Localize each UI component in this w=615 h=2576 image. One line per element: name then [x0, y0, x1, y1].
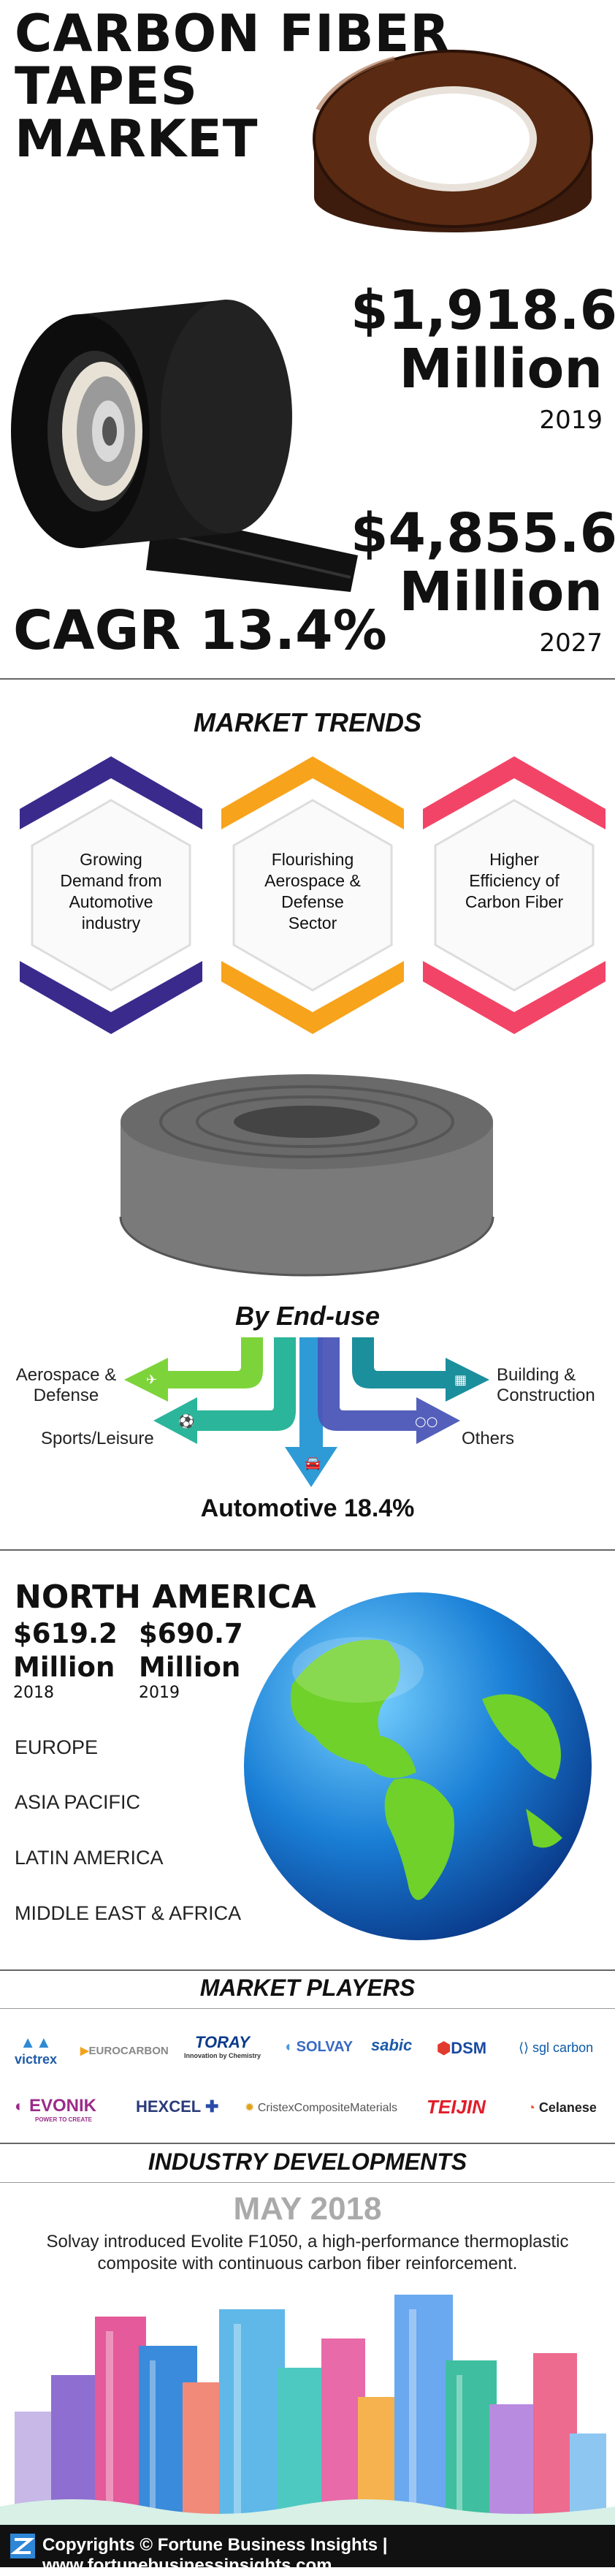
automotive-share: Automotive 18.4%	[200, 1494, 415, 1522]
na-2019-unit: Million	[139, 1652, 241, 1683]
hexcel-logo: HEXCEL ✚	[136, 2097, 219, 2116]
trend-hexagons	[20, 756, 606, 1034]
divider	[0, 1969, 615, 1971]
svg-text:○○: ○○	[415, 1414, 438, 1429]
end-use-heading: By End-use	[234, 1301, 381, 1331]
year-2019: 2019	[539, 406, 603, 435]
region-asia-pacific: ASIA PACIFIC	[15, 1791, 141, 1813]
market-trends-heading: MARKET TRENDS	[194, 707, 421, 737]
brown-tape-roll-image	[313, 50, 593, 232]
footer: Copyrights © Fortune Business Insights |…	[0, 2525, 615, 2575]
value-2027: $4,855.6	[351, 502, 615, 565]
svg-text:🚘: 🚘	[305, 1456, 321, 1471]
title-line-3: MARKET	[15, 109, 259, 169]
year-2027: 2027	[539, 628, 603, 658]
sports-label: Sports/Leisure	[41, 1429, 154, 1448]
building-label: Building & Construction	[497, 1365, 595, 1405]
na-2019-value: $690.7	[139, 1618, 243, 1649]
market-players-heading: MARKET PLAYERS	[199, 1975, 416, 2001]
cristex-logo: ✹ CristexCompositeMaterials	[245, 2102, 398, 2114]
page-title: CARBON FIBER TAPES MARKET	[15, 7, 450, 165]
cagr-label: CAGR 13.4%	[13, 599, 387, 662]
title-line-2: TAPES	[15, 56, 199, 116]
na-2018-year: 2018	[13, 1684, 54, 1702]
eurocarbon-logo: ▶EUROCARBON	[80, 2045, 169, 2057]
industry-developments-heading: INDUSTRY DEVELOPMENTS	[148, 2148, 467, 2175]
na-2019-year: 2019	[139, 1684, 180, 1702]
aerospace-label: Aerospace & Defense	[15, 1365, 117, 1405]
region-mea: MIDDLE EAST & AFRICA	[15, 1902, 242, 1924]
celanese-logo: ◔ Celanese	[527, 2100, 597, 2115]
north-america-label: NORTH AMERICA	[15, 1578, 316, 1616]
victrex-logo: ▲▲ victrex	[15, 2033, 58, 2067]
dsm-logo: ⬢DSM	[437, 2039, 487, 2057]
grey-tape-roll-image	[119, 1074, 494, 1277]
divider	[0, 678, 615, 680]
end-use-arrows: ✈ ⚽ 🚘 ▦ ○○	[124, 1337, 489, 1487]
footer-text: Copyrights © Fortune Business Insights |…	[42, 2535, 388, 2575]
svg-text:⚽: ⚽	[177, 1413, 194, 1429]
evonik-logo: ◐ EVONIK POWER TO CREATE	[15, 2096, 96, 2123]
globe-image	[244, 1592, 592, 1940]
development-text: Solvay introduced Evolite F1050, a high-…	[46, 2232, 569, 2273]
svg-text:▦: ▦	[454, 1372, 467, 1388]
others-label: Others	[462, 1429, 515, 1448]
svg-text:✈: ✈	[146, 1372, 157, 1388]
teijin-logo: TEIJIN	[427, 2096, 486, 2118]
city-skyline-illustration	[0, 2287, 615, 2525]
trend-3: Higher Efficiency of Carbon Fiber	[465, 850, 564, 911]
na-2018-value: $619.2	[13, 1618, 118, 1649]
sabic-logo: sabic	[371, 2036, 413, 2054]
na-2019: $690.7 Million 2019	[139, 1617, 243, 1702]
solvay-logo: ◖ SOLVAY	[283, 2039, 354, 2055]
na-2018: $619.2 Million 2018	[13, 1617, 118, 1702]
fortune-logo-icon	[10, 2534, 35, 2558]
unit-2027: Million	[399, 561, 603, 623]
region-latin-america: LATIN AMERICA	[15, 1847, 164, 1869]
trend-2: Flourishing Aerospace & Defense Sector	[264, 850, 361, 932]
black-tape-roll-image	[11, 300, 358, 592]
value-2019: $1,918.6	[351, 279, 615, 342]
region-europe: EUROPE	[15, 1736, 99, 1758]
trend-1: Growing Demand from Automotive industry	[60, 850, 162, 932]
divider	[0, 2143, 615, 2144]
divider	[0, 2182, 615, 2183]
toray-logo: TORAY Innovation by Chemistry	[184, 2033, 261, 2059]
sgl-carbon-logo: ⟨⟩ sgl carbon	[519, 2040, 594, 2055]
development-date: MAY 2018	[233, 2191, 382, 2227]
divider	[0, 1549, 615, 1551]
divider	[0, 2008, 615, 2009]
title-line-1: CARBON FIBER	[15, 4, 451, 64]
na-2018-unit: Million	[13, 1652, 115, 1683]
unit-2019: Million	[399, 338, 603, 400]
